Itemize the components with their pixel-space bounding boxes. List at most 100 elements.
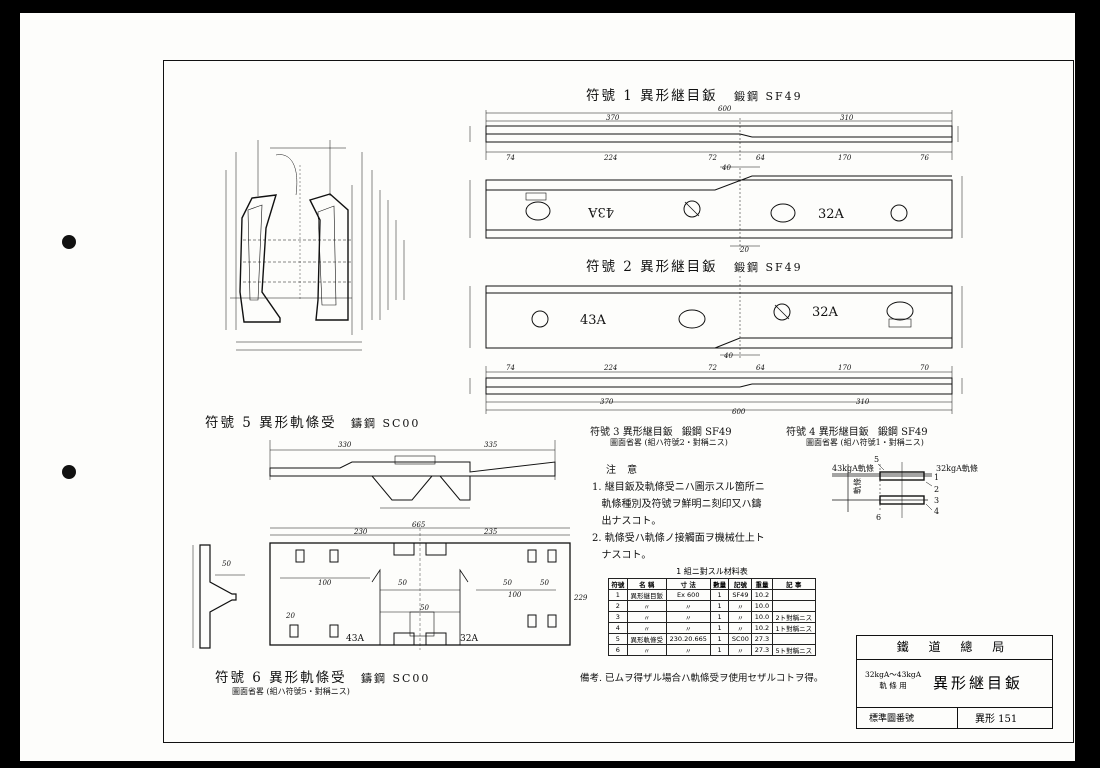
plate1-dim-b: 224: [603, 154, 617, 162]
table-cell: 2ト對稱ニス: [771, 611, 817, 623]
part6-side-dim-50: 50: [222, 560, 231, 568]
part6-elevation: [269, 440, 556, 509]
part6-dim-330: 330: [338, 441, 352, 449]
table-cell: 〃: [728, 622, 753, 634]
table-cell: 〃: [626, 622, 667, 634]
heading-part4-material: 鍛鋼 SF49: [877, 427, 928, 438]
table-cell: 230.20.665: [665, 633, 711, 645]
table-cell: 1: [709, 611, 730, 623]
plate2-dim-d: 64: [756, 364, 765, 372]
heading-part2-text: 符號 2 異形継目鈑: [586, 259, 718, 275]
table-cell: 6: [608, 644, 628, 656]
col-header: 名 稱: [626, 578, 667, 590]
table-cell: SC00: [728, 633, 753, 645]
table-cell: 〃: [665, 644, 711, 656]
assembly-num-3: 3: [934, 496, 939, 505]
plate1-dimension-texts: 600 370 310 74 224 72 64 170 76 40 20: [506, 105, 929, 254]
title-block-std-label: 標準圖番號: [869, 714, 915, 724]
notes-title: 注 意: [606, 465, 642, 476]
assembly-label-32: 32kgA軌條: [936, 463, 978, 473]
note-line-2: 軌條種別及符號ヲ鮮明ニ刻印又ハ鑄: [592, 499, 762, 510]
table-cell: 〃: [626, 644, 667, 656]
plate2-dim-total: 600: [732, 408, 746, 416]
plate1-mark-32a: 32A: [818, 207, 845, 222]
part6-dim-50-c: 50: [503, 579, 512, 587]
table-cell: 異形継目鈑: [626, 589, 667, 601]
heading-part3-text: 符號 3 異形継目鈑: [590, 427, 673, 438]
part6-dim-50-d: 50: [540, 579, 549, 587]
table-row: 2〃〃1〃10.0: [608, 600, 817, 612]
col-header: 記 事: [771, 578, 817, 590]
title-block-rail-2: 軌 條 用: [879, 681, 907, 690]
table-cell: 10.0: [751, 600, 773, 612]
plate1-dim-d: 64: [756, 154, 765, 162]
table-cell: 〃: [728, 644, 753, 656]
assembly-num-5: 5: [874, 455, 879, 464]
plate2-dim-e: 170: [838, 364, 852, 372]
table-cell: 〃: [728, 600, 753, 612]
part6-dim-100-right: 100: [508, 591, 522, 599]
assembly-label-rail: 軌條: [852, 478, 862, 494]
part6-mark-32a: 32A: [460, 634, 478, 644]
material-table-caption: 1 組ニ對スル材料表: [676, 567, 748, 576]
heading-part4: 符號 4 異形継目鈑 鍛鋼 SF49: [786, 423, 928, 438]
table-cell: 4: [608, 622, 628, 634]
col-header: 重量: [751, 578, 773, 590]
footnote: 備考. 已ムヲ得ザル場合ハ軌條受ヲ使用セザルコトヲ得。: [580, 673, 824, 684]
note-line-4: 2. 軌條受ハ軌條ノ接觸面ヲ機械仕上ト: [592, 533, 765, 544]
table-cell: 5ト對稱ニス: [771, 644, 817, 656]
part6-dim-20: 20: [285, 612, 295, 620]
part6-dim-230: 230: [353, 528, 368, 536]
table-cell: 1: [709, 644, 730, 656]
part6-dim-50-b: 50: [420, 604, 429, 612]
part6-marks: 43A 32A: [346, 634, 478, 644]
heading-part6-material: 鑄鋼 SC00: [360, 672, 431, 685]
plate1-dim-a: 74: [506, 154, 515, 162]
plate1-dim-20: 20: [739, 246, 749, 254]
table-cell: 〃: [626, 611, 667, 623]
plate1-dim-f: 76: [920, 154, 929, 162]
assembly-num-1: 1: [934, 473, 939, 482]
table-cell: 5: [608, 633, 628, 645]
col-header: 寸 法: [665, 578, 711, 590]
heading-part2: 符號 2 異形継目鈑 鍛鋼 SF49: [586, 255, 803, 275]
title-block: 鐵 道 總 局 32kgA〜43kgA 軌 條 用 異形継目鈑 標準圖番號 異形…: [856, 635, 1053, 729]
heading-part6-text: 符號 6 異形軌條受: [215, 670, 347, 686]
heading-part6: 符號 6 異形軌條受 鑄鋼 SC00: [215, 666, 430, 686]
table-cell: 1: [608, 589, 628, 601]
table-cell: 10.0: [751, 611, 773, 623]
table-cell: 27.3: [751, 644, 773, 656]
heading-part6-sub: 圖面省畧 (組ハ符號5・對稱ニス): [232, 687, 350, 696]
table-cell: 2: [608, 600, 628, 612]
title-block-main: 32kgA〜43kgA 軌 條 用 異形継目鈑: [857, 659, 1052, 708]
plate1-dim-40: 40: [721, 164, 731, 172]
part6-dim-100: 100: [318, 579, 332, 587]
table-cell: 〃: [665, 600, 711, 612]
binder-hole-bottom: [62, 465, 76, 479]
title-block-number-row: 標準圖番號 異形 151: [857, 707, 1052, 728]
table-cell: [771, 633, 817, 645]
part1-plan-view: [469, 110, 959, 160]
title-block-rail-1: 32kgA〜43kgA: [865, 670, 922, 679]
col-header: 數量: [709, 578, 730, 590]
plate1-mark-43a: 43A: [587, 204, 614, 219]
title-block-drawing-name: 異形継目鈑: [933, 674, 1024, 692]
assembly-diagram: [832, 462, 933, 518]
table-cell: 〃: [728, 611, 753, 623]
plate2-mark-32a: 32A: [812, 305, 839, 320]
assembly-num-2: 2: [934, 485, 939, 494]
title-block-divider: [957, 707, 958, 728]
notes-block: 注 意 1. 継目鈑及軌條受ニハ圖示スル箇所ニ 軌條種別及符號ヲ鮮明ニ刻印又ハ鑄…: [592, 462, 765, 564]
table-cell: 〃: [665, 611, 711, 623]
heading-part2-material: 鍛鋼 SF49: [733, 261, 803, 274]
plate2-dim-left: 370: [600, 398, 614, 406]
plate2-dim-f: 70: [920, 364, 929, 372]
part6-dim-235: 235: [483, 528, 498, 536]
heading-part3-material: 鍛鋼 SF49: [681, 427, 732, 438]
table-cell: 異形軌條受: [626, 633, 667, 645]
title-block-rail: 32kgA〜43kgA 軌 條 用: [865, 669, 921, 691]
table-cell: [771, 589, 817, 601]
